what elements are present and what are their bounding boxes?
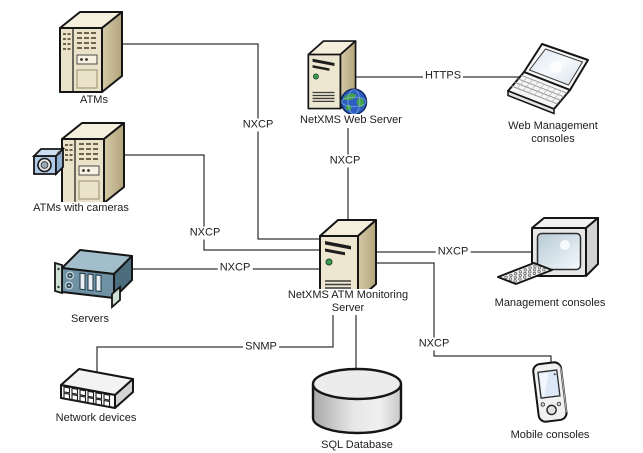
edge-label-snmp: SNMP	[243, 340, 279, 354]
tower-server-globe-icon	[307, 40, 368, 116]
node-label-network-devices: Network devices	[46, 412, 146, 425]
node-label-management-consoles: Management consoles	[485, 297, 615, 310]
node-label-servers: Servers	[40, 313, 140, 326]
atm-tower-camera-icon	[31, 122, 125, 204]
edge-label-nxcp-atms: NXCP	[240, 118, 276, 132]
laptop-icon	[507, 43, 589, 115]
node-label-mobile-consoles: Mobile consoles	[500, 429, 600, 442]
edge-label-nxcp-web-server: NXCP	[327, 154, 363, 168]
edge-atms-to-monitoring-server	[118, 43, 330, 240]
edge-label-nxcp-mobile: NXCP	[416, 337, 452, 351]
network-switch-icon	[60, 368, 134, 409]
rack-server-icon	[54, 249, 133, 309]
node-label-web-management-consoles: Web Management consoles	[493, 120, 613, 146]
node-label-atms-with-cameras: ATMs with cameras	[21, 202, 141, 215]
node-label-netxms-atm-monitoring-server: NetXMS ATM Monitoring Server	[273, 289, 423, 315]
crt-monitor-keyboard-icon	[497, 217, 599, 285]
atm-tower-icon	[59, 11, 123, 93]
edge-label-nxcp-management: NXCP	[435, 245, 471, 259]
edge-network-devices-to-monitoring-server	[96, 292, 334, 372]
edge-label-https: HTTPS	[422, 69, 464, 83]
edge-label-nxcp-atms-cameras: NXCP	[187, 226, 223, 240]
database-cylinder-icon	[311, 367, 403, 435]
node-label-sql-database: SQL Database	[307, 439, 407, 452]
globe-icon	[340, 88, 368, 116]
node-label-atms: ATMs	[44, 94, 144, 107]
pda-icon	[532, 361, 568, 423]
edge-label-nxcp-servers: NXCP	[217, 261, 253, 275]
camera-icon	[31, 146, 66, 177]
edge-monitoring-server-to-mobile-consoles	[372, 262, 552, 368]
edge-atms-with-cameras-to-monitoring-server	[120, 154, 330, 251]
node-label-netxms-web-server: NetXMS Web Server	[291, 114, 411, 127]
